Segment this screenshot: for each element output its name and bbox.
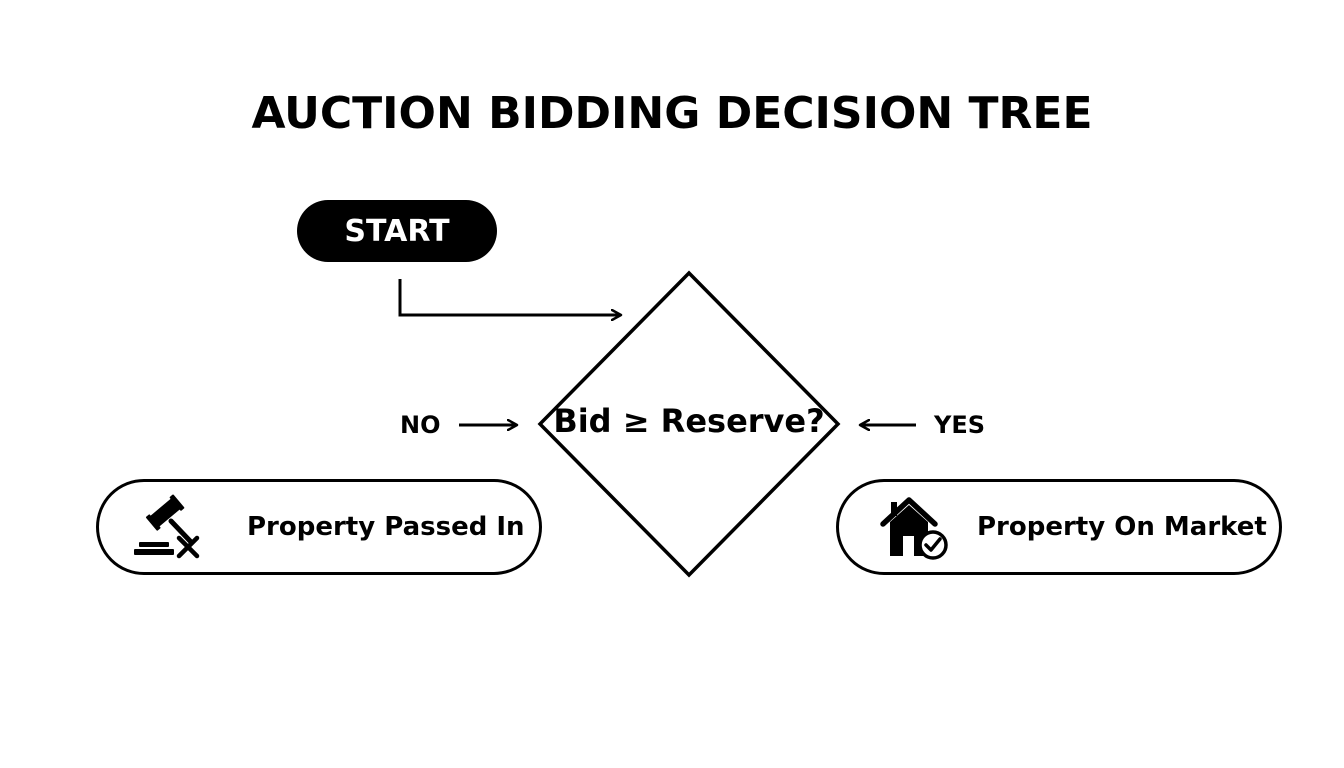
outcome-passed-in: Property Passed In bbox=[96, 479, 542, 575]
no-branch-label: NO bbox=[400, 411, 441, 439]
start-connector-arrow bbox=[398, 279, 621, 315]
decision-diamond bbox=[537, 270, 841, 578]
start-node: START bbox=[297, 200, 497, 262]
house-check-icon bbox=[879, 494, 951, 562]
gavel-cross-icon bbox=[131, 494, 203, 562]
outcome-on-market-label: Property On Market bbox=[977, 512, 1267, 542]
outcome-passed-in-label: Property Passed In bbox=[247, 512, 525, 542]
yes-branch-label: YES bbox=[934, 411, 986, 439]
outcome-on-market: Property On Market bbox=[836, 479, 1282, 575]
diagram-title: AUCTION BIDDING DECISION TREE bbox=[251, 88, 1093, 139]
decision-label: Bid ≥ Reserve? bbox=[553, 402, 825, 440]
start-label: START bbox=[344, 213, 450, 249]
